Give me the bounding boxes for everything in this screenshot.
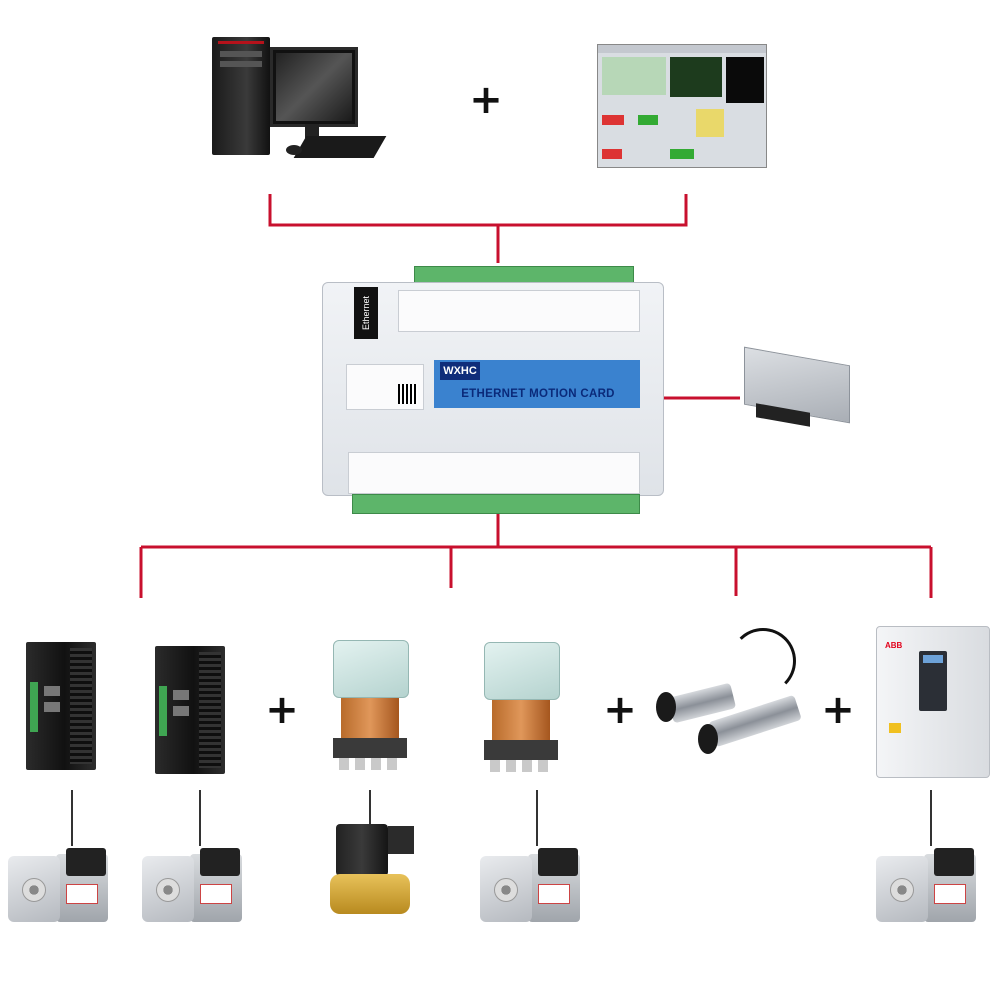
plus-sign: + [603,687,637,733]
input-labels [398,290,640,332]
drive-bay [220,51,262,57]
keyboard [293,136,387,158]
servo-motor [142,848,250,928]
plus-sign: + [265,687,299,733]
brand-logo: WXHC [440,362,480,380]
qr-code [398,384,418,404]
monitor-stand [305,124,319,138]
valve-body [330,874,410,914]
relay [329,640,411,772]
drive-bay [220,61,262,67]
mouse [286,145,302,155]
relay [480,642,562,774]
ethernet-port-label: Ethernet [354,287,378,339]
connector-lines [71,790,932,846]
frequency-inverter: ABB [876,626,990,778]
monitor [270,47,358,127]
control-software-screenshot [597,44,767,168]
output-labels [348,452,640,494]
servo-motor [480,848,588,928]
valve-coil [336,824,388,876]
servo-motor [8,848,116,928]
bottom-terminal-block [352,494,640,514]
pc-tower [212,37,270,155]
red-wires [139,194,933,598]
servo-driver [26,642,96,770]
plus-sign: + [821,687,855,733]
servo-motor [876,848,984,928]
servo-driver [155,646,225,774]
card-title: ETHERNET MOTION CARD [461,388,615,400]
abb-logo: ABB [885,641,903,650]
wire-pc-to-junction [268,194,688,227]
valve-connector [388,826,414,854]
plus-sign: + [469,77,503,123]
tower-accent [218,41,264,44]
